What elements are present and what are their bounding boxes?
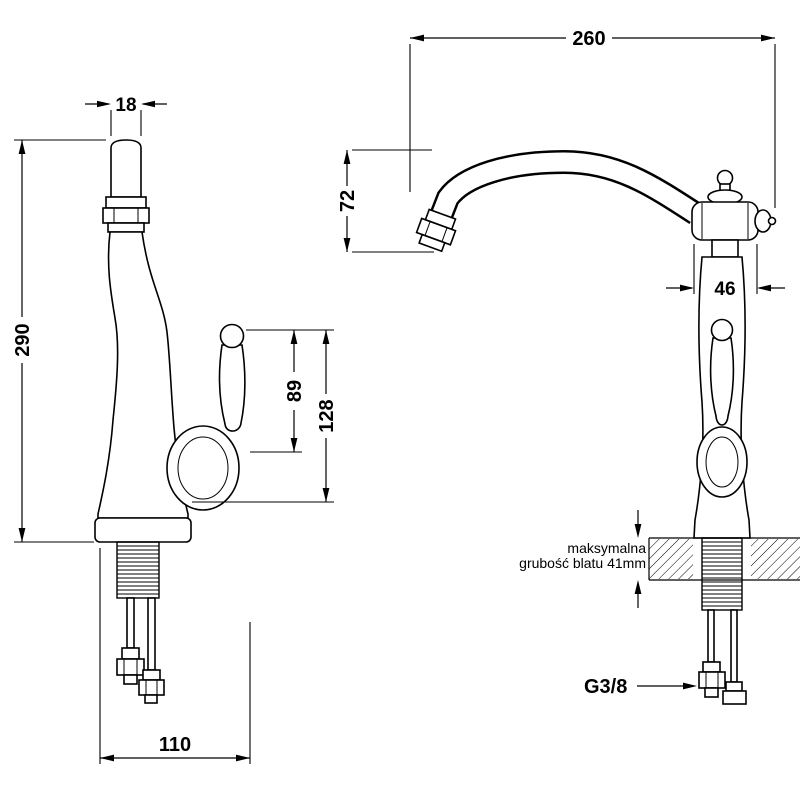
side-view-dimensions: 18 290 89 128 110 bbox=[12, 95, 338, 764]
front-view-faucet bbox=[415, 149, 777, 539]
side-mounting-rod-a bbox=[126, 597, 135, 649]
dim-handle-height-label: 89 bbox=[284, 380, 306, 402]
side-handle-lever bbox=[218, 344, 246, 432]
side-base-flange bbox=[94, 517, 192, 543]
side-aerator-ring-bottom bbox=[107, 222, 145, 233]
front-mounting-rod-b bbox=[730, 609, 738, 683]
thread-size-label: G3/8 bbox=[584, 676, 627, 698]
countertop-note-line1: maksymalna bbox=[567, 540, 646, 556]
front-threaded-stem bbox=[701, 537, 743, 611]
dim-upper-height-label: 128 bbox=[316, 399, 338, 432]
side-spout-tip bbox=[110, 139, 142, 198]
front-handle-boss bbox=[696, 426, 748, 498]
dim-spout-drop-label: 72 bbox=[337, 190, 359, 212]
side-mounting-nut-b bbox=[138, 679, 165, 696]
side-aerator-nut bbox=[102, 207, 150, 224]
dim-base-width-label: 110 bbox=[159, 734, 191, 756]
countertop-section bbox=[648, 537, 800, 705]
dim-spout-tip-width-label: 18 bbox=[115, 95, 136, 116]
front-neck bbox=[711, 239, 739, 258]
dim-head-width-label: 46 bbox=[714, 279, 735, 300]
side-threaded-stem bbox=[116, 541, 160, 599]
dim-total-height-label: 290 bbox=[12, 323, 34, 356]
front-mounting-nut-a bbox=[698, 671, 726, 689]
side-aerator-ring-top bbox=[105, 196, 147, 209]
front-aerator bbox=[415, 208, 457, 253]
front-mounting-nut-b bbox=[722, 690, 747, 705]
countertop-note-line2: grubość blatu 41mm bbox=[519, 555, 646, 571]
front-handle-lever bbox=[709, 337, 735, 426]
front-view-dimensions: 260 72 46 maksymalna grubość blatu 41mm … bbox=[337, 28, 785, 698]
side-view-faucet bbox=[94, 139, 246, 704]
front-handle-ball bbox=[710, 318, 734, 342]
dim-reach-label: 260 bbox=[572, 28, 605, 50]
side-handle-ball bbox=[219, 323, 245, 349]
side-mounting-rod-b bbox=[147, 597, 156, 671]
side-mounting-nut-a bbox=[116, 658, 145, 676]
front-mounting-rod-a bbox=[707, 609, 715, 663]
